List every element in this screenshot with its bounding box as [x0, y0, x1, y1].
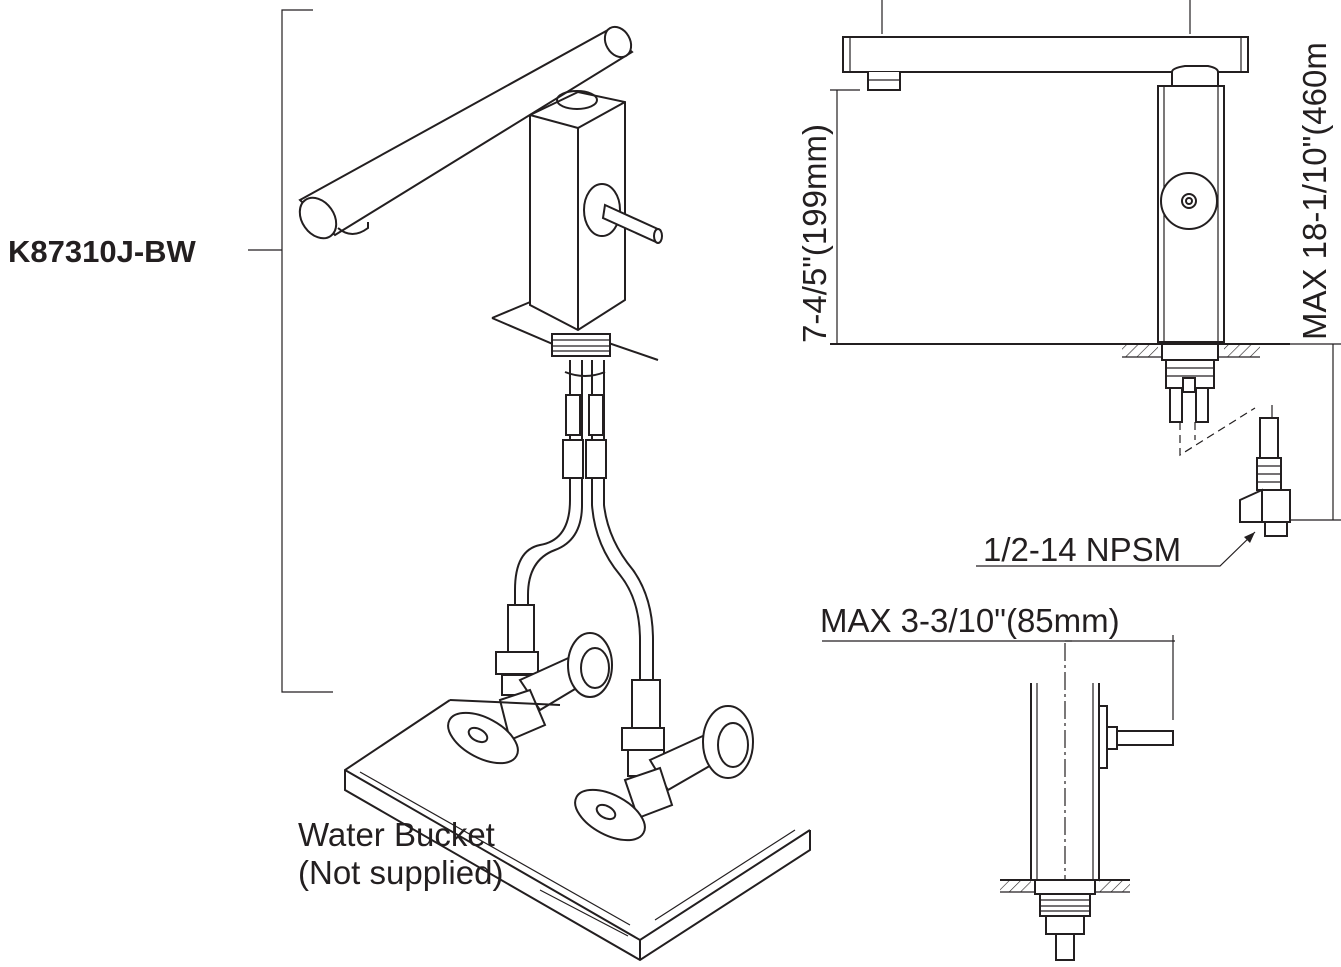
max-depth-dimension: MAX 3-3/10"(85mm)	[820, 602, 1120, 639]
front-view	[822, 635, 1175, 961]
angle-valve-left	[447, 604, 613, 765]
faucet-spout	[298, 25, 634, 240]
max-height-dimension: MAX 18-1/10"(460m	[1296, 42, 1333, 340]
angle-valve-right	[574, 679, 754, 842]
faucet-lever	[583, 183, 663, 244]
side-elevation-view	[830, 0, 1341, 567]
model-number-label: K87310J-BW	[8, 234, 197, 269]
supply-hoses	[514, 360, 654, 720]
model-bracket	[248, 9, 333, 693]
connection-thread-label: 1/2-14 NPSM	[983, 531, 1181, 568]
spout-height-dimension: 7-4/5"(199mm)	[796, 124, 833, 343]
isometric-assembly-view	[248, 9, 811, 962]
bucket-note-line-2: (Not supplied)	[298, 854, 503, 891]
water-bucket	[344, 699, 811, 962]
mounting-shank	[551, 333, 611, 357]
bucket-note-leader	[539, 889, 629, 937]
bucket-note-line-1: Water Bucket	[298, 816, 495, 853]
